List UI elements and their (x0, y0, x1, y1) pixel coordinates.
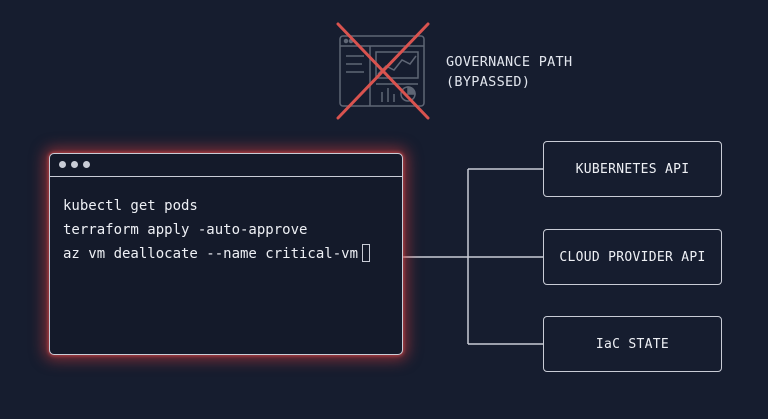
cross-icon (336, 22, 430, 120)
governance-path-label: GOVERNANCE PATH (BYPASSED) (446, 52, 572, 92)
endpoint-label: IaC STATE (595, 336, 670, 352)
endpoint-label: CLOUD PROVIDER API (559, 249, 706, 265)
endpoint-label: KUBERNETES API (575, 161, 690, 177)
window-dot-icon (83, 161, 90, 168)
terminal-output: kubectl get pods terraform apply -auto-a… (63, 194, 371, 266)
kubernetes-api-box: KUBERNETES API (543, 141, 722, 197)
terminal-titlebar (50, 154, 402, 177)
terminal-window: kubectl get pods terraform apply -auto-a… (49, 153, 403, 355)
cursor-icon (362, 244, 371, 262)
governance-label-title: GOVERNANCE PATH (446, 54, 573, 70)
window-dot-icon (59, 161, 66, 168)
terminal-command-line: terraform apply -auto-approve (63, 222, 308, 238)
terminal-command-text: az vm deallocate --name critical-vm (63, 246, 359, 262)
terminal-command-line: kubectl get pods (63, 198, 198, 214)
governance-label-status: (BYPASSED) (446, 74, 531, 90)
terminal-command-line: az vm deallocate --name critical-vm (63, 242, 371, 266)
window-dot-icon (71, 161, 78, 168)
iac-state-box: IaC STATE (543, 316, 722, 372)
cloud-provider-api-box: CLOUD PROVIDER API (543, 229, 722, 285)
governance-dashboard-icon (336, 22, 430, 120)
